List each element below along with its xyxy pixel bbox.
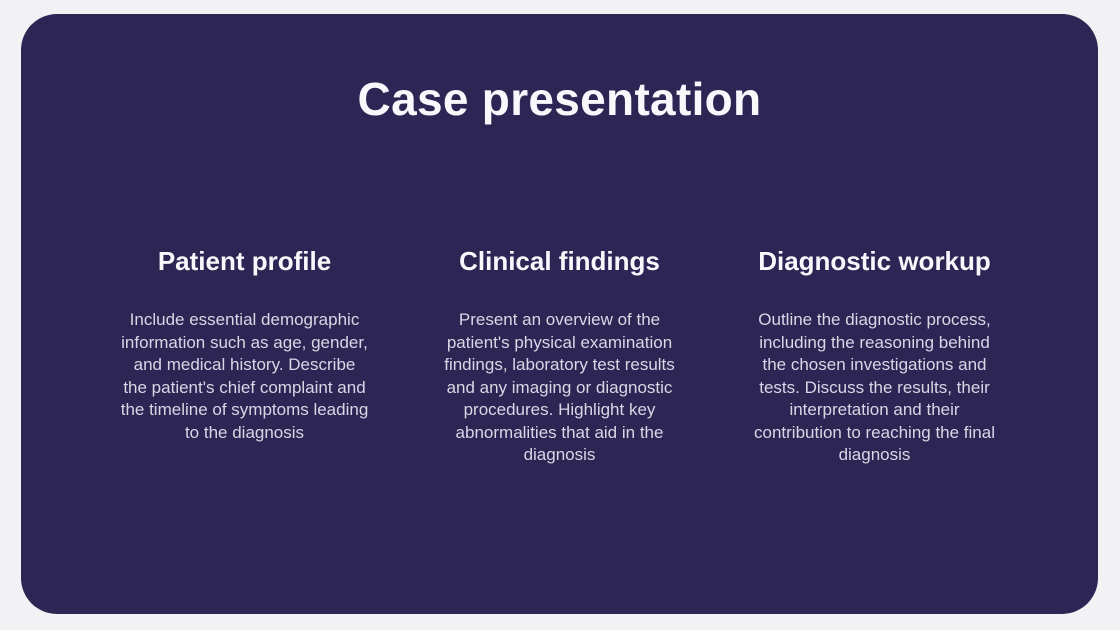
column-body-text: Outline the diagnostic process, includin… (754, 310, 995, 464)
column-patient-profile: Patient profile Include essential demogr… (120, 246, 370, 467)
column-diagnostic-workup: Diagnostic workup Outline the diagnostic… (750, 246, 1000, 467)
columns-container: Patient profile Include essential demogr… (120, 246, 1000, 467)
presentation-slide: Case presentation Patient profile Includ… (21, 14, 1098, 614)
column-body-text: Include essential demographic informatio… (120, 310, 369, 442)
column-clinical-findings: Clinical findings Present an overview of… (435, 246, 685, 467)
column-body-text: Present an overview of the patient's phy… (444, 310, 675, 464)
slide-title: Case presentation (357, 73, 762, 125)
column-heading: Clinical findings (459, 246, 660, 276)
column-heading: Diagnostic workup (758, 246, 991, 276)
column-heading: Patient profile (157, 246, 332, 276)
